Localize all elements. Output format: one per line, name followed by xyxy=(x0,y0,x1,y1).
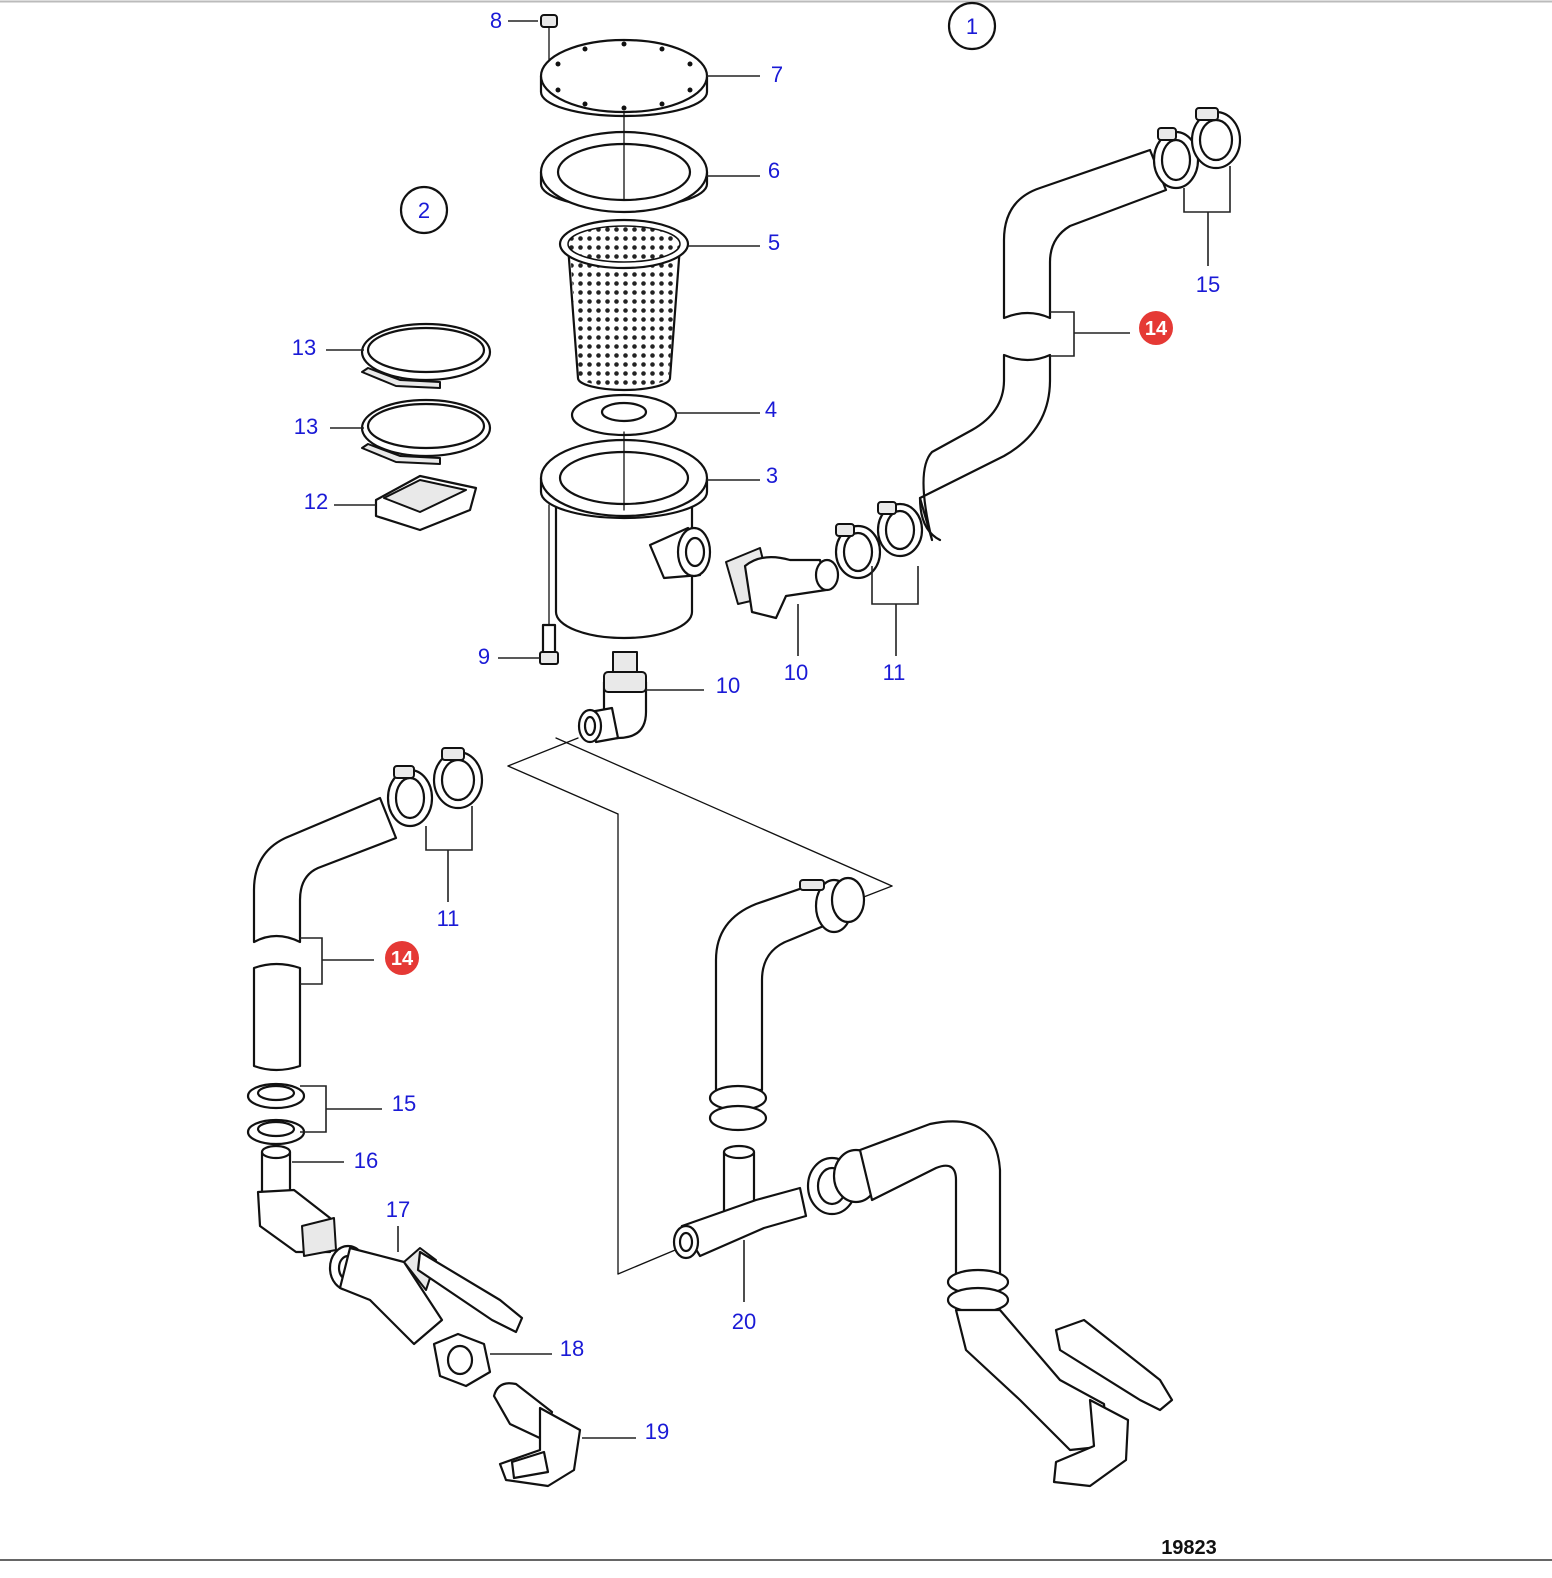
figure-number: 19823 xyxy=(1161,1537,1217,1559)
callout-13-upper: 13 xyxy=(292,335,316,360)
view-marker-2-label: 2 xyxy=(418,198,430,223)
part-right-valve xyxy=(954,1308,1174,1488)
part-3-strainer-housing xyxy=(539,431,712,640)
callout-9: 9 xyxy=(478,644,490,669)
callout-5: 5 xyxy=(768,230,780,255)
callout-12: 12 xyxy=(304,489,328,514)
part-5-strainer-basket xyxy=(558,218,690,392)
part-14-hose-right xyxy=(918,148,1168,542)
callout-4: 4 xyxy=(765,397,777,422)
part-9-bolt xyxy=(539,504,559,665)
callout-13-lower: 13 xyxy=(294,414,318,439)
part-11-clamps-right xyxy=(834,501,924,580)
part-12-bracket xyxy=(374,474,478,532)
part-17-ball-valve xyxy=(328,1244,524,1346)
callout-11-left: 11 xyxy=(437,906,460,931)
callout-14-left: 14 xyxy=(391,948,414,970)
part-15-clamps-lower xyxy=(246,1082,306,1146)
part-6-gasket xyxy=(539,111,709,214)
part-13-hose-clamp-lower xyxy=(360,398,492,465)
callout-10-right: 10 xyxy=(784,660,808,685)
part-13-hose-clamp-upper xyxy=(360,322,492,389)
part-8-vent-screw xyxy=(540,14,558,71)
part-hose-middle xyxy=(708,876,866,1132)
callout-16: 16 xyxy=(354,1148,378,1173)
part-7-lid xyxy=(539,38,709,118)
part-18-nut xyxy=(432,1332,492,1388)
callout-7: 7 xyxy=(771,62,783,87)
callout-15-upper: 15 xyxy=(1196,272,1220,297)
part-hose-right-lower xyxy=(806,1120,1010,1314)
callout-leaders xyxy=(292,20,1231,1439)
callout-3: 3 xyxy=(766,463,778,488)
callout-15-lower: 15 xyxy=(392,1091,416,1116)
part-16-hose-nipple xyxy=(256,1144,337,1257)
part-14-hose-left xyxy=(252,796,398,1072)
callout-11-right: 11 xyxy=(883,660,906,685)
assembly-leader-lines xyxy=(507,737,893,1275)
callout-17: 17 xyxy=(386,1197,410,1222)
callout-labels: 8 7 6 5 4 3 9 10 10 11 15 13 13 12 11 15… xyxy=(292,8,1220,1444)
callout-6: 6 xyxy=(768,158,780,183)
highlight-badge xyxy=(1139,311,1173,345)
part-15-clamps-upper xyxy=(1152,107,1242,190)
part-4-washer xyxy=(570,393,678,437)
part-20-t-piece xyxy=(672,1144,808,1260)
callout-14-right: 14 xyxy=(1145,318,1168,340)
callout-18: 18 xyxy=(560,1336,584,1361)
highlight-badge xyxy=(385,941,419,975)
view-marker-1-label: 1 xyxy=(966,14,978,39)
highlight-callout-14-right: 14 xyxy=(1139,311,1173,345)
callout-19: 19 xyxy=(645,1419,669,1444)
part-10-elbow-right xyxy=(725,547,840,620)
highlight-callout-14-left: 14 xyxy=(385,941,419,975)
callout-8: 8 xyxy=(490,8,502,33)
part-11-clamps-left xyxy=(386,747,484,828)
view-marker-1: 1 xyxy=(947,1,997,51)
callout-10-lower: 10 xyxy=(716,673,740,698)
view-marker-2: 2 xyxy=(399,185,449,235)
part-10-elbow-lower xyxy=(577,651,648,744)
callout-20: 20 xyxy=(732,1309,756,1334)
part-19-drain-cock xyxy=(492,1382,582,1488)
